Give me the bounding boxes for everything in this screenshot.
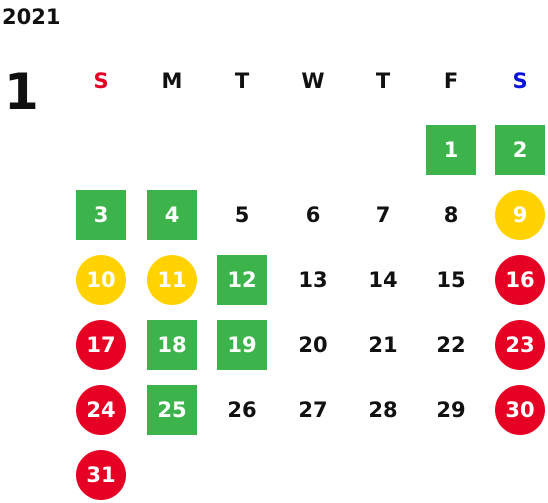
- day-cell: 31: [76, 450, 126, 500]
- day-cell: 3: [76, 190, 126, 240]
- month-label: 1: [4, 63, 39, 121]
- day-cell: 22: [436, 333, 466, 357]
- day-cell: 1: [426, 125, 476, 175]
- day-cell: 15: [436, 268, 466, 292]
- day-cell: 28: [368, 398, 398, 422]
- day-cell: 8: [443, 203, 459, 227]
- day-cell: 29: [436, 398, 466, 422]
- day-cell: 20: [298, 333, 328, 357]
- year-label: 2021: [2, 5, 61, 29]
- day-cell: 30: [495, 385, 545, 435]
- weekday-label: S: [512, 69, 528, 93]
- day-cell: 13: [298, 268, 328, 292]
- day-cell: 16: [495, 255, 545, 305]
- weekday-label: M: [161, 69, 183, 93]
- day-cell: 11: [147, 255, 197, 305]
- day-cell: 21: [368, 333, 398, 357]
- day-cell: 4: [147, 190, 197, 240]
- weekday-label: W: [301, 69, 325, 93]
- day-cell: 10: [76, 255, 126, 305]
- day-cell: 14: [368, 268, 398, 292]
- weekday-label: T: [234, 69, 250, 93]
- day-cell: 5: [234, 203, 250, 227]
- day-cell: 2: [495, 125, 545, 175]
- weekday-label: F: [443, 69, 459, 93]
- day-cell: 24: [76, 385, 126, 435]
- day-cell: 18: [147, 320, 197, 370]
- day-cell: 19: [217, 320, 267, 370]
- day-cell: 23: [495, 320, 545, 370]
- day-cell: 7: [375, 203, 391, 227]
- day-cell: 25: [147, 385, 197, 435]
- day-cell: 17: [76, 320, 126, 370]
- day-cell: 27: [298, 398, 328, 422]
- weekday-label: S: [93, 69, 109, 93]
- day-cell: 9: [495, 190, 545, 240]
- day-cell: 6: [305, 203, 321, 227]
- weekday-label: T: [375, 69, 391, 93]
- day-cell: 26: [227, 398, 257, 422]
- day-cell: 12: [217, 255, 267, 305]
